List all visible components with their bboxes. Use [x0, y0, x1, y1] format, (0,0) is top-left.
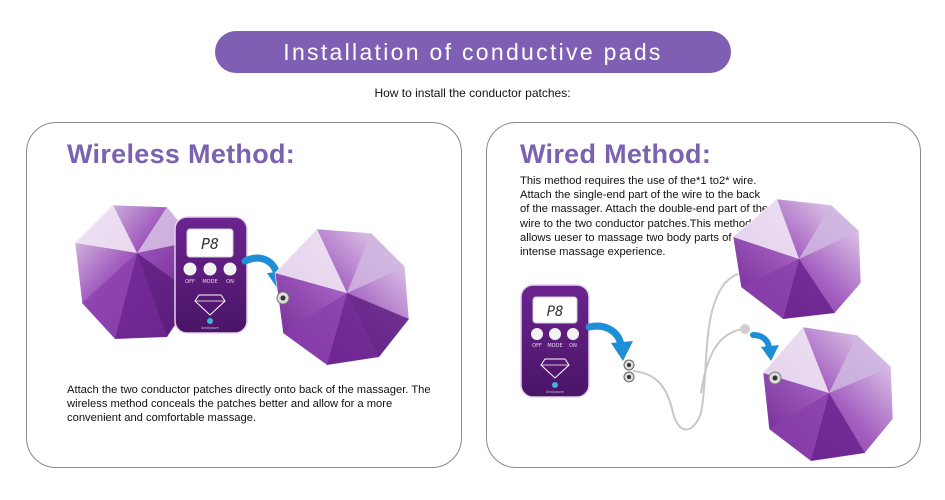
instructions-subtitle: How to install the conductor patches:	[374, 86, 571, 100]
section-title-banner: Installation of conductive pads	[215, 31, 731, 73]
arrow-icon	[585, 322, 633, 361]
svg-text:Amilyoure: Amilyoure	[546, 390, 564, 394]
massager-device: P8 OFF MODE ON Amilyoure	[520, 284, 590, 398]
svg-text:OFF: OFF	[185, 279, 195, 285]
svg-text:ON: ON	[226, 279, 234, 285]
diamond-icon	[194, 294, 226, 316]
on-button	[567, 328, 579, 340]
wireless-method-panel: Wireless Method:	[26, 122, 462, 468]
conductive-pad-gem	[74, 204, 196, 340]
conductive-pad-gem	[762, 326, 894, 462]
device-display: P8	[201, 235, 219, 253]
svg-text:MODE: MODE	[202, 279, 217, 285]
wireless-illustration: P8 OFF MODE ON Amilyoure	[74, 204, 410, 366]
off-button	[183, 262, 197, 276]
svg-text:OFF: OFF	[532, 343, 542, 349]
wire-plug	[623, 359, 635, 383]
brand-logo-icon	[552, 382, 558, 388]
conductive-pad-gem	[274, 228, 410, 366]
on-button	[223, 262, 237, 276]
section-title: Installation of conductive pads	[283, 38, 663, 65]
wire-cable	[632, 268, 750, 431]
brand-logo-icon	[207, 318, 213, 324]
mode-button	[203, 262, 217, 276]
svg-text:Amilyoure: Amilyoure	[201, 326, 219, 330]
conductive-pad-gem	[732, 198, 862, 320]
wireless-method-description: Attach the two conductor patches directl…	[67, 384, 431, 425]
svg-text:MODE: MODE	[547, 343, 562, 349]
arrow-icon	[750, 332, 779, 361]
wired-method-panel: Wired Method: This method requires the u…	[486, 122, 921, 468]
svg-text:ON: ON	[569, 343, 577, 349]
wireless-method-title: Wireless Method:	[67, 139, 296, 169]
wired-method-description: This method requires the use of the*1 to…	[520, 175, 770, 259]
mode-button	[549, 328, 561, 340]
off-button	[531, 328, 543, 340]
massager-device: P8 OFF MODE ON Amilyoure	[174, 216, 248, 334]
diamond-icon	[540, 358, 570, 379]
wired-method-title: Wired Method:	[520, 139, 712, 169]
wired-illustration: P8 OFF MODE ON Amilyoure	[520, 198, 894, 462]
device-display: P8	[547, 304, 564, 320]
